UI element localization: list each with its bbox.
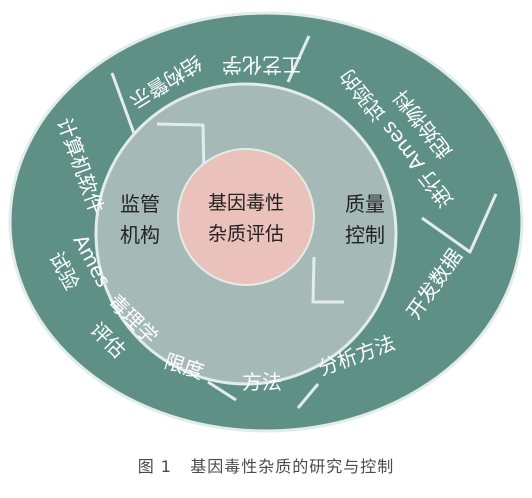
- center-circle: [177, 148, 315, 286]
- center-line-1: 基因毒性: [208, 192, 284, 214]
- gti-diagram: 基因毒性 杂质评估 监管 机构 质量 控制 工艺化学 结构警示 计算机软件 Am…: [8, 11, 524, 433]
- regulator-line-2: 机构: [120, 223, 160, 247]
- label-process-chemistry: 工艺化学: [222, 53, 302, 77]
- label-method: 方法: [242, 370, 282, 394]
- quality-line-2: 控制: [345, 223, 385, 247]
- regulator-line-1: 监管: [120, 192, 160, 216]
- divider-bottom-right: [296, 383, 320, 409]
- divider-top-left: [110, 72, 138, 140]
- divider-top-right: [286, 35, 311, 83]
- outer-ring-dividers: [110, 35, 498, 409]
- divider-bottom: [207, 380, 237, 402]
- divider-middle-top: [156, 122, 206, 176]
- caption-label: 图 1: [137, 457, 172, 476]
- divider-right: [421, 193, 498, 254]
- quality-line-1: 质量: [345, 192, 385, 216]
- middle-ring-dividers: [156, 122, 344, 304]
- center-line-2: 杂质评估: [208, 223, 284, 245]
- divider-middle-bottom: [311, 256, 344, 304]
- figure-caption: 图 1 基因毒性杂质的研究与控制: [0, 453, 532, 477]
- caption-text: 基因毒性杂质的研究与控制: [190, 457, 395, 476]
